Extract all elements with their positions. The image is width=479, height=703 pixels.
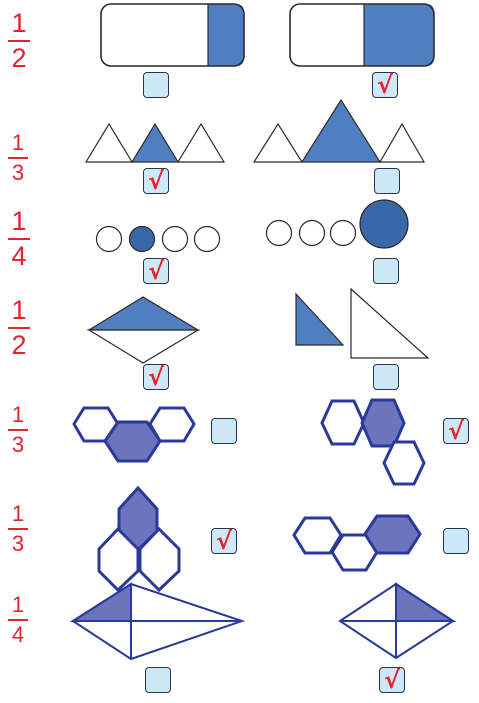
fraction-row-5: 1 3 <box>8 404 28 456</box>
row2-left-triangles <box>84 122 226 163</box>
row3-left-checkbox[interactable]: √ <box>143 257 169 285</box>
row7-right-checkbox[interactable]: √ <box>379 666 405 694</box>
row4-right-checkbox[interactable] <box>373 364 399 390</box>
fraction-bar <box>8 40 30 42</box>
row1-right-rectangle <box>289 3 435 67</box>
row1-right-checkbox[interactable]: √ <box>372 71 398 99</box>
row7-left-kite <box>69 582 246 661</box>
fraction-bar <box>8 238 30 240</box>
check-mark-icon: √ <box>383 666 400 694</box>
row3-right-checkbox[interactable] <box>373 258 399 284</box>
row2-right-checkbox[interactable] <box>374 168 400 194</box>
numerator: 1 <box>11 8 27 38</box>
fraction-bar <box>8 327 30 329</box>
fraction-row-1: 1 2 <box>8 10 30 72</box>
row4-left-checkbox[interactable]: √ <box>143 363 169 391</box>
check-mark-icon: √ <box>147 167 164 195</box>
denominator: 4 <box>11 241 27 271</box>
fraction-row-6: 1 3 <box>8 503 28 555</box>
row2-left-checkbox[interactable]: √ <box>143 167 169 195</box>
denominator: 2 <box>11 330 27 360</box>
fraction-bar <box>8 619 28 621</box>
row7-left-checkbox[interactable] <box>145 667 171 693</box>
row5-left-checkbox[interactable] <box>211 418 237 444</box>
row3-right-circles <box>265 199 409 249</box>
numerator: 1 <box>11 501 25 526</box>
fraction-bar <box>8 429 28 431</box>
fraction-bar <box>8 528 28 530</box>
row6-right-hexagons <box>292 514 422 572</box>
fraction-row-3: 1 4 <box>8 208 30 270</box>
check-mark-icon: √ <box>376 71 393 99</box>
fraction-row-7: 1 4 <box>8 594 28 646</box>
numerator: 1 <box>11 295 27 325</box>
fraction-bar <box>8 157 28 159</box>
check-mark-icon: √ <box>447 417 464 445</box>
row6-left-checkbox[interactable]: √ <box>211 527 237 555</box>
denominator: 3 <box>11 160 25 185</box>
check-mark-icon: √ <box>147 257 164 285</box>
fraction-row-4: 1 2 <box>8 297 30 359</box>
numerator: 1 <box>11 592 25 617</box>
row2-right-triangles <box>252 98 426 163</box>
row5-left-hexagons <box>72 406 196 463</box>
row1-left-checkbox[interactable] <box>143 72 169 98</box>
row5-right-checkbox[interactable]: √ <box>443 417 469 445</box>
check-mark-icon: √ <box>147 363 164 391</box>
denominator: 3 <box>11 432 25 457</box>
row3-left-circles <box>95 225 221 253</box>
check-mark-icon: √ <box>215 527 232 555</box>
denominator: 2 <box>11 43 27 73</box>
row7-right-kite <box>338 582 457 660</box>
row5-right-hexagons <box>320 398 426 486</box>
row6-left-hexagons <box>97 485 181 593</box>
fraction-row-2: 1 3 <box>8 132 28 184</box>
denominator: 3 <box>11 531 25 556</box>
row6-right-checkbox[interactable] <box>443 528 469 554</box>
denominator: 4 <box>11 622 25 647</box>
row4-left-rhombus <box>86 296 201 364</box>
row4-right-triangles <box>295 287 430 359</box>
numerator: 1 <box>11 206 27 236</box>
row1-left-rectangle <box>100 3 245 67</box>
numerator: 1 <box>11 402 25 427</box>
numerator: 1 <box>11 130 25 155</box>
